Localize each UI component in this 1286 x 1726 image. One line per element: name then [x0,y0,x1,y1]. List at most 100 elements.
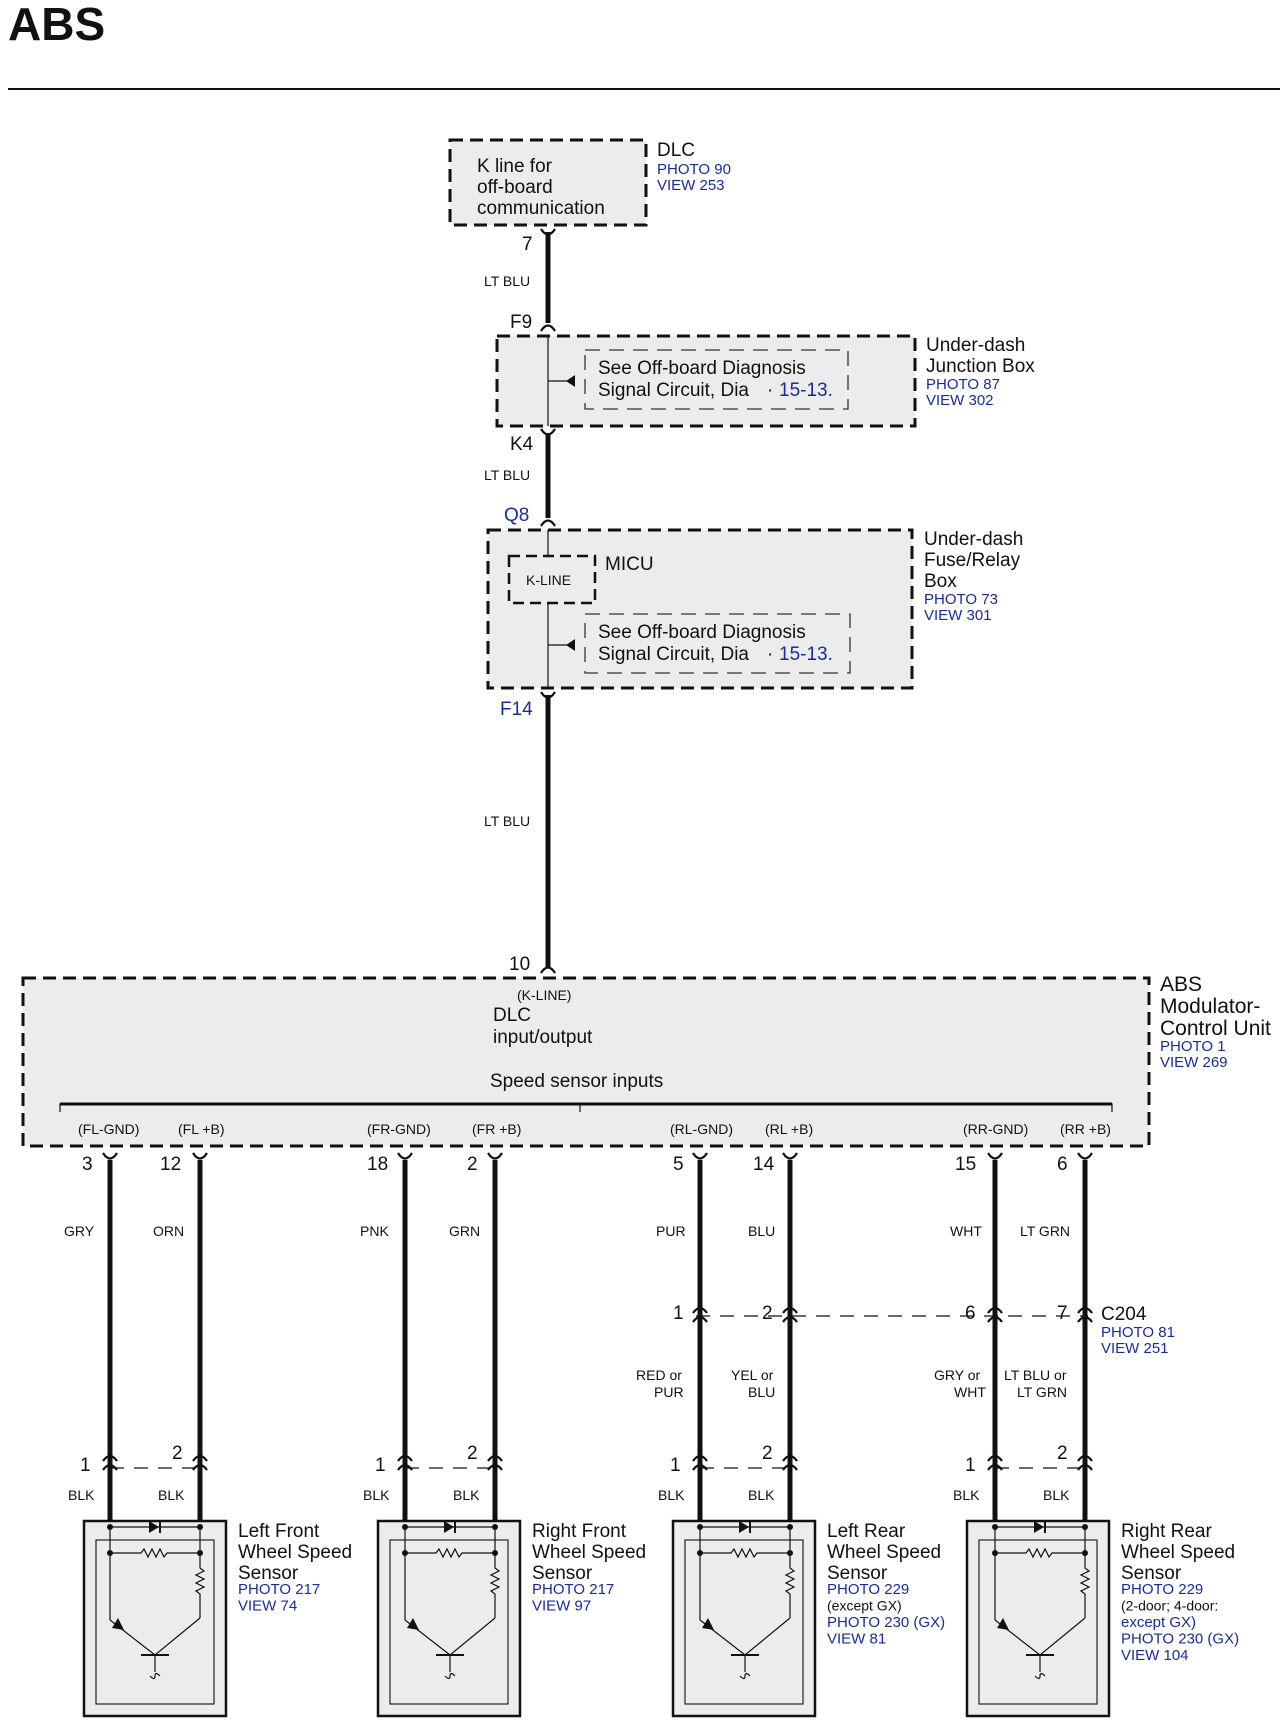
dlc-name: DLC [657,140,695,161]
sensor-pin-number: 1 [375,1455,386,1476]
junction-photo: PHOTO 87 [926,376,1000,393]
abs-name-1: ABS [1160,973,1202,996]
abs-signal-label: (FL +B) [178,1121,225,1137]
relay-name-2: Fuse/Relay [924,550,1021,571]
sensor-diode-icon [149,1521,159,1533]
sensor-resistor-icon [700,1547,790,1559]
sensor-pin-number: 1 [80,1455,91,1476]
sensor-pin-symbol-lower [192,1463,208,1471]
sensor-pin-symbol-upper [782,1454,798,1462]
wheel-speed-sensor-inner [684,1539,804,1705]
wheel-speed-sensor-inner [389,1539,509,1705]
sensor-ground-icon [1034,1672,1046,1680]
junction-see-line-1: See Off-board Diagnosis [598,358,806,379]
sensor-wire-color: BLK [748,1487,775,1503]
sensor-diode-icon [1034,1521,1044,1533]
abs-unit-box [21,976,1151,1148]
abs-pin-number: 12 [160,1154,181,1175]
sensor-coil-icon [489,1553,501,1618]
c204-wire-color-line-1: YEL or [731,1367,774,1383]
abs-signal-label: (FR-GND) [367,1121,431,1137]
sensor-pin-number: 2 [762,1443,773,1464]
abs-pin-symbol [987,1152,1003,1160]
sensor-name-line: Wheel Speed [238,1542,352,1563]
sensor-name-line: Sensor [238,1563,299,1584]
sensor-pin-symbol-upper [192,1454,208,1462]
wheel-speed-sensor-body [671,1519,817,1718]
relay-out-symbol [540,691,556,699]
abs-pin-kline: 10 [509,954,530,975]
sensor-name-line: Sensor [1121,1563,1182,1584]
abs-pin-number: 3 [82,1154,93,1175]
c204-pin-symbol-lower [987,1315,1003,1323]
c204-view: VIEW 251 [1101,1340,1169,1357]
abs-signal-label: (RR-GND) [963,1121,1028,1137]
sensor-pin-symbol-lower [782,1463,798,1471]
wire-color-label: BLU [748,1223,775,1239]
dlc-view: VIEW 253 [657,177,725,194]
c204-wire-color-line-1: GRY or [934,1367,981,1383]
sensor-pin-number: 2 [467,1443,478,1464]
abs-dlc-line-1: DLC [493,1005,531,1026]
sensor-wire-color: BLK [453,1487,480,1503]
relay-name-1: Under-dash [924,529,1023,550]
junction-name-1: Under-dash [926,335,1025,356]
sensor-diode-icon [444,1521,454,1533]
junction-pin-in: F9 [510,312,532,333]
sensor-ground-icon [739,1672,751,1680]
c204-wire-color-line-2: PUR [654,1384,684,1400]
c204-pin-symbol-upper [987,1306,1003,1314]
relay-see-line-2: Signal Circuit, Dia [598,644,749,665]
kline-box [507,554,597,605]
junction-pin-out: K4 [510,434,534,455]
abs-pin-number: 14 [753,1154,775,1175]
c204-wire-color-line-2: LT GRN [1017,1384,1067,1400]
sensor-pin-symbol-lower [102,1463,118,1471]
c204-wire-color-line-1: LT BLU or [1004,1367,1067,1383]
sensor-ref-line: PHOTO 230 (GX) [1121,1631,1239,1648]
sensor-pin-number: 2 [172,1443,183,1464]
relay-see-ref-link[interactable]: 15-13. [779,644,833,665]
fuse-relay-box [486,528,914,690]
wire-color-label: LT GRN [1020,1223,1070,1239]
abs-signal-label: (RR +B) [1060,1121,1111,1137]
sensor-name-line: Right Front [532,1521,627,1542]
c204-pin-symbol-upper [692,1306,708,1314]
abs-pin-symbol [692,1152,708,1160]
dlc-photo: PHOTO 90 [657,161,731,178]
page-title: ABS [8,0,105,50]
abs-kline-symbol [540,966,556,974]
sensor-ref-line: (except GX) [827,1598,902,1614]
wheel-speed-sensor-inner [95,1539,215,1705]
wire-color-label: WHT [950,1223,982,1239]
c204-pin-number: 6 [965,1303,976,1324]
junction-see-box [584,349,849,410]
abs-pin-number: 18 [367,1154,388,1175]
abs-pin-number: 2 [467,1154,478,1175]
relay-in-symbol [540,519,556,527]
c204-wire-color-line-2: BLU [748,1384,775,1400]
sensor-wire-color: BLK [363,1487,390,1503]
dlc-box-line-3: communication [477,198,605,219]
junction-see-dot: · [767,380,773,401]
wire-mid-color: LT BLU [484,467,530,483]
sensor-ref-line: PHOTO 229 [827,1581,909,1598]
sensor-pin-symbol-upper [692,1454,708,1462]
abs-signal-label: (FL-GND) [78,1121,139,1137]
junction-see-ref-link[interactable]: 15-13. [779,380,833,401]
sensor-ref-line: VIEW 104 [1121,1647,1189,1664]
sensor-pin-symbol-lower [487,1463,503,1471]
sensor-ref-line: VIEW 97 [532,1598,591,1615]
wire-color-label: ORN [153,1223,184,1239]
sensor-pin-symbol-upper [487,1454,503,1462]
relay-branch-arrow [566,639,575,651]
sensor-arrow-icon [112,1618,124,1630]
sensor-pin-number: 2 [1057,1443,1068,1464]
c204-pin-number: 7 [1057,1303,1068,1324]
c204-pin-symbol-lower [1077,1315,1093,1323]
junction-branch-arrow [566,375,575,387]
sensor-resistor-icon [995,1547,1085,1559]
abs-pin-symbol [102,1152,118,1160]
abs-pin-symbol [192,1152,208,1160]
